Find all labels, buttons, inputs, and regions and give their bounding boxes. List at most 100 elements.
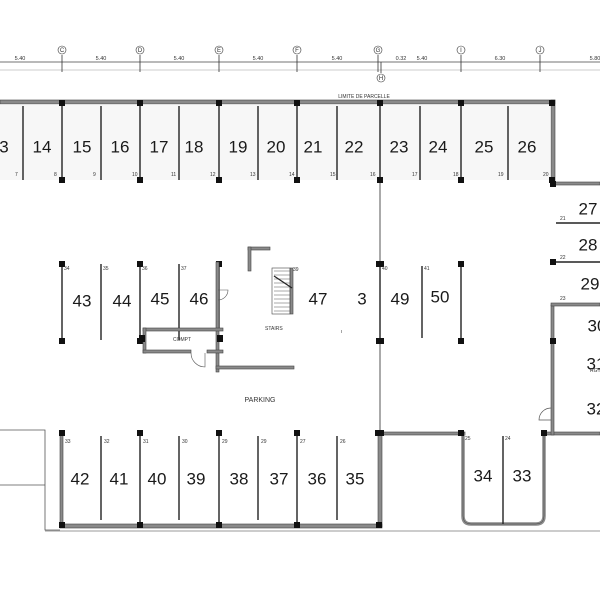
grid-axis-label: G — [376, 48, 381, 54]
parking-spot-number: 35 — [346, 469, 365, 488]
spot-marker: 26 — [340, 439, 346, 445]
column — [294, 522, 300, 528]
right-parking-column: 272829303132212223RGT — [550, 181, 600, 418]
dimension-span: 5.40 — [417, 56, 428, 62]
top-right-wall — [550, 99, 556, 185]
right-room-door[interactable] — [538, 407, 552, 421]
parking-spot-number: 22 — [345, 137, 364, 156]
left-annex-outline — [0, 429, 60, 531]
parking-spot-number: 50 — [431, 287, 450, 306]
stair-note: STAIRS — [265, 326, 283, 332]
grid-axis-bubble — [214, 45, 224, 55]
grid-axis-bubble — [376, 73, 386, 83]
dimension-span: 5.40 — [96, 56, 107, 62]
grid-axis-bubble — [373, 45, 383, 55]
spot-marker: 36 — [142, 266, 148, 272]
parking-spot-number: 17 — [150, 137, 169, 156]
parking-spot-number: 3 — [0, 137, 9, 156]
stair-core: STAIRS — [215, 246, 295, 373]
spot-marker: 29 — [222, 439, 228, 445]
spot-marker: 21 — [560, 216, 566, 222]
parking-spot-number: 16 — [111, 137, 130, 156]
spot-marker: 9 — [93, 172, 96, 178]
dimension-span: 5.40 — [253, 56, 264, 62]
compt-door[interactable] — [190, 352, 206, 368]
grid-axis-label: D — [138, 48, 143, 54]
spot-marker: 25 — [465, 436, 471, 442]
parking-spot-number: 20 — [267, 137, 286, 156]
parking-spot-number: 41 — [110, 469, 129, 488]
column — [376, 261, 384, 267]
column — [541, 430, 547, 436]
column — [216, 100, 222, 106]
column — [137, 522, 143, 528]
spot-marker: 13 — [250, 172, 256, 178]
parking-spot-number: 45 — [151, 289, 170, 308]
spot-marker: 27 — [300, 439, 306, 445]
bay-top-wall — [379, 431, 466, 436]
column — [376, 522, 382, 528]
dimension-span: 5.40 — [332, 56, 343, 62]
column — [549, 100, 555, 106]
parking-spot-number: 18 — [185, 137, 204, 156]
spot-marker: 10 — [132, 172, 138, 178]
spot-marker: 35 — [103, 266, 109, 272]
spot-marker: 34 — [64, 266, 70, 272]
spot-marker: 23 — [560, 296, 566, 302]
spot-marker: 20 — [543, 172, 549, 178]
grid-axis-label: J — [539, 48, 542, 54]
parking-spot-number: 19 — [229, 137, 248, 156]
parking-spot-number: 30 — [588, 316, 600, 335]
dimension-span: 6.30 — [495, 56, 506, 62]
column — [216, 430, 222, 436]
spot-marker: 7 — [15, 172, 18, 178]
grid-axis-bubble — [535, 45, 545, 55]
top-wall — [0, 99, 556, 105]
parking-spot-number: 44 — [113, 291, 132, 310]
parking-spot-number: 27 — [579, 199, 598, 218]
parking-spot-number: 43 — [73, 291, 92, 310]
column — [294, 100, 300, 106]
compt-label: COMPT — [173, 337, 191, 343]
spot-marker: 30 — [182, 439, 188, 445]
parking-spot-number: 26 — [518, 137, 537, 156]
column — [294, 430, 300, 436]
spot-marker: 24 — [505, 436, 511, 442]
column — [216, 177, 222, 183]
column — [294, 177, 300, 183]
column — [59, 100, 65, 106]
bottom-right-bay: 34 33 25 24 — [458, 430, 547, 524]
stray-mark: ı — [341, 329, 342, 335]
column — [458, 177, 464, 183]
parking-spot-number: 38 — [230, 469, 249, 488]
parking-spot-number: 32 — [587, 399, 600, 418]
parking-spot-number: 39 — [187, 469, 206, 488]
parking-spot-number: 34 — [474, 466, 493, 485]
column — [137, 430, 143, 436]
parking-spot-number: 33 — [513, 466, 532, 485]
parking-spot-number: 15 — [73, 137, 92, 156]
grid-axis-label: E — [217, 48, 221, 54]
dimension-span: 5.40 — [15, 56, 26, 62]
column — [137, 261, 143, 267]
parking-spot-number: 29 — [581, 274, 600, 293]
parking-spot-number: 36 — [308, 469, 327, 488]
column — [216, 522, 222, 528]
parking-spot-number: 24 — [429, 137, 448, 156]
compt-room: COMPT — [139, 327, 224, 368]
spot-marker: 29 — [261, 439, 267, 445]
grid-axis-bubble — [292, 45, 302, 55]
grid-axis-label: H — [379, 76, 383, 82]
spot-marker: 8 — [54, 172, 57, 178]
parking-spot-number: 49 — [391, 289, 410, 308]
parking-spot-number: 31 — [587, 354, 600, 373]
column — [549, 177, 555, 183]
column — [458, 261, 464, 267]
row-shade — [0, 104, 551, 180]
bottom-row-right-wall — [377, 431, 383, 528]
parking-spot-number: 21 — [304, 137, 323, 156]
area-label: PARKING — [245, 397, 276, 404]
